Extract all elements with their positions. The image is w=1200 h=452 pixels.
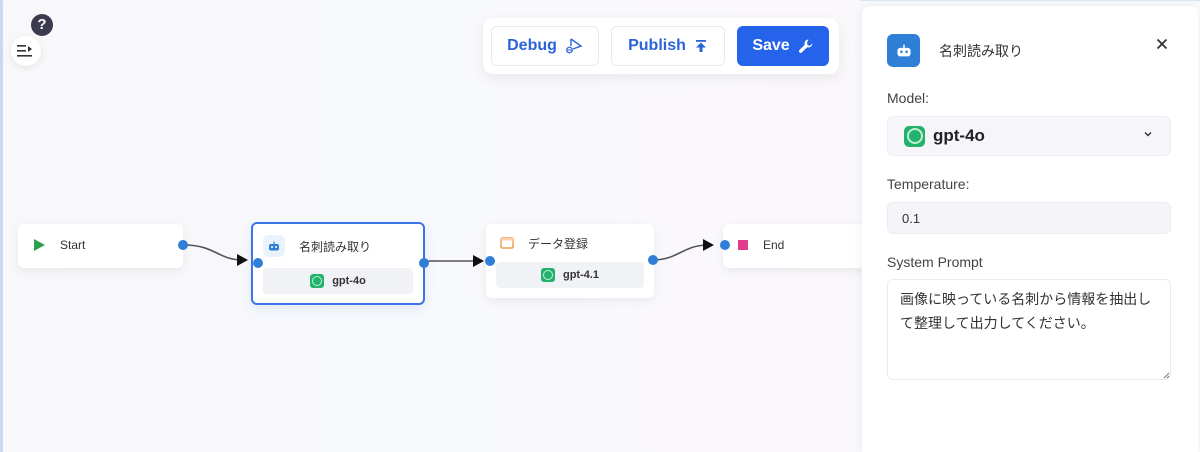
node-start[interactable]: Start xyxy=(18,224,183,268)
node-data-input-handle[interactable] xyxy=(485,256,495,266)
node-model-label: gpt-4o xyxy=(332,275,366,287)
edge-data-end xyxy=(652,244,709,261)
model-select-value: gpt-4o xyxy=(933,126,985,145)
temperature-label: Temperature: xyxy=(887,176,970,192)
play-icon xyxy=(34,239,45,251)
publish-button[interactable]: Publish xyxy=(611,26,725,66)
arrow-icon xyxy=(703,239,714,251)
wrench-icon xyxy=(798,39,813,53)
toolbar: Debug Publish Save xyxy=(483,18,839,74)
node-meishi[interactable]: 名刺読み取り gpt-4o xyxy=(251,222,425,305)
panel-title: 名刺読み取り xyxy=(939,42,1023,59)
close-button[interactable] xyxy=(1152,34,1172,54)
close-icon xyxy=(1156,38,1168,50)
table-icon xyxy=(500,237,514,249)
node-model-label: gpt-4.1 xyxy=(562,269,600,281)
node-data-output-handle[interactable] xyxy=(648,255,658,265)
node-end[interactable]: End xyxy=(723,224,873,268)
panel-header: 名刺読み取り xyxy=(887,34,1023,67)
chevron-down-icon xyxy=(1144,132,1152,137)
sidebar-toggle-button[interactable] xyxy=(11,36,41,66)
node-label: データ登録 xyxy=(528,236,589,251)
upload-icon xyxy=(695,40,706,52)
node-meishi-input-handle[interactable] xyxy=(253,258,263,268)
robot-icon xyxy=(263,235,285,257)
openai-icon xyxy=(540,268,555,282)
node-data-register[interactable]: データ登録 gpt-4.1 xyxy=(486,224,654,298)
temperature-input[interactable] xyxy=(887,202,1171,234)
node-end-input-handle[interactable] xyxy=(720,240,730,250)
system-prompt-label: System Prompt xyxy=(887,254,983,270)
model-label: Model: xyxy=(887,90,930,106)
properties-panel: 名刺読み取り Model: gpt-4o Temperature: System… xyxy=(862,6,1198,452)
openai-icon xyxy=(904,125,925,147)
arrow-icon xyxy=(473,255,484,267)
model-select[interactable]: gpt-4o xyxy=(887,116,1171,156)
edges-layer xyxy=(183,239,714,267)
node-label: Start xyxy=(60,238,86,252)
stop-icon xyxy=(738,240,748,250)
node-model-chip: gpt-4o xyxy=(263,268,413,294)
node-meishi-output-handle[interactable] xyxy=(419,258,429,268)
save-button[interactable]: Save xyxy=(737,26,829,66)
edge-start-meishi xyxy=(183,244,244,261)
debug-button[interactable]: Debug xyxy=(491,26,599,66)
debug-label: Debug xyxy=(507,37,557,54)
node-start-output-handle[interactable] xyxy=(178,240,188,250)
menu-expand-icon xyxy=(17,45,32,57)
node-label: End xyxy=(763,238,785,252)
workflow-canvas[interactable]: ? Debug Publish Save xyxy=(3,0,873,452)
publish-label: Publish xyxy=(628,37,686,54)
node-model-chip: gpt-4.1 xyxy=(496,262,644,288)
resize-grip-icon[interactable] xyxy=(1163,372,1170,379)
system-prompt-textarea[interactable]: 画像に映っている名刺から情報を抽出して整理して出力してください。 xyxy=(887,279,1171,380)
robot-icon xyxy=(887,34,920,67)
debug-play-icon xyxy=(565,38,583,54)
openai-icon xyxy=(310,274,325,288)
node-label: 名刺読み取り xyxy=(299,239,372,254)
help-button[interactable]: ? xyxy=(31,14,53,36)
arrow-icon xyxy=(237,254,248,266)
save-label: Save xyxy=(752,37,790,54)
